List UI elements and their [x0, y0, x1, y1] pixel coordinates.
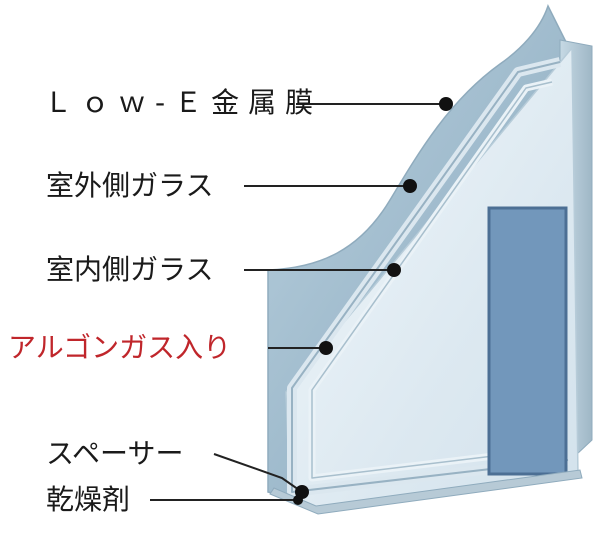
window-sash-bar	[487, 206, 568, 476]
leader-dot-argon	[319, 341, 333, 355]
label-argon-gas: アルゴンガス入り	[8, 331, 232, 364]
spacer-frame-shadow	[291, 61, 569, 493]
pane-bottom-edge	[269, 469, 583, 515]
label-outer-glass: 室外側ガラス	[46, 169, 214, 202]
leader-dot-desiccant	[293, 495, 303, 505]
label-low-e-metal-film: Ｌｏｗ-Ｅ金属膜	[44, 86, 323, 119]
label-desiccant: 乾燥剤	[46, 483, 131, 516]
leader-dot-low-e	[439, 97, 453, 111]
spacer-frame-inner-shadow	[311, 81, 561, 479]
label-spacer: スペーサー	[46, 437, 184, 470]
leader-dot-inner-glass	[387, 263, 401, 277]
leader-line-spacer	[213, 453, 303, 493]
label-inner-glass: 室内側ガラス	[46, 253, 214, 286]
leader-dot-outer-glass	[403, 179, 417, 193]
